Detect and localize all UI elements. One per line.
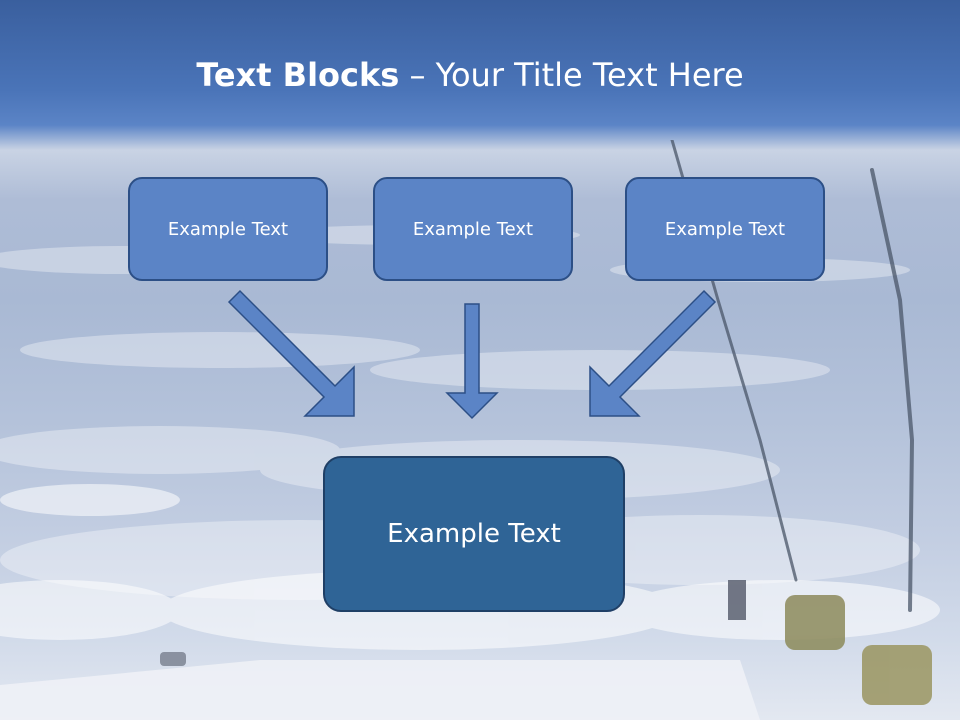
text-block-left[interactable]: Example Text bbox=[128, 177, 328, 281]
title-bold-part: Text Blocks bbox=[196, 56, 400, 94]
text-block-middle[interactable]: Example Text bbox=[373, 177, 573, 281]
text-block-right[interactable]: Example Text bbox=[625, 177, 825, 281]
text-block-center[interactable]: Example Text bbox=[323, 456, 625, 612]
arrow-down-left-icon bbox=[589, 289, 717, 417]
text-block-label: Example Text bbox=[664, 218, 786, 240]
title-dash: – bbox=[399, 56, 436, 94]
text-block-center-label: Example Text bbox=[387, 519, 561, 549]
title-text: Your Title Text Here bbox=[435, 56, 744, 94]
arrow-down-icon bbox=[445, 303, 499, 420]
text-block-label: Example Text bbox=[412, 218, 534, 240]
text-block-label: Example Text bbox=[167, 218, 289, 240]
slide-title: Text Blocks – Your Title Text Here bbox=[0, 52, 940, 98]
arrow-down-right-icon bbox=[227, 289, 355, 417]
